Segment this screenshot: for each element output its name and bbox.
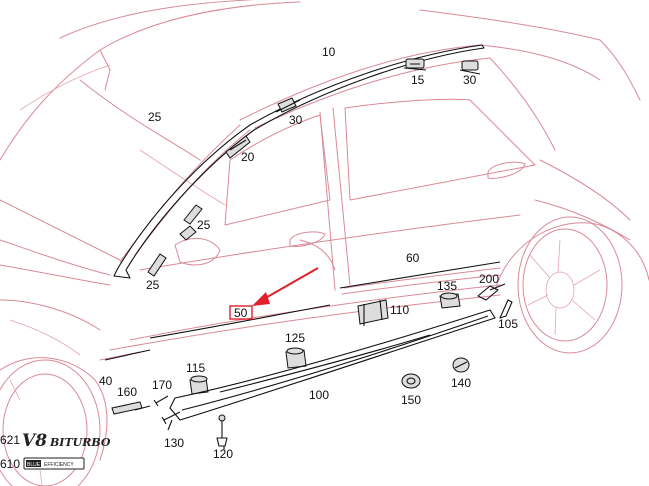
callout-120[interactable]: 120 — [213, 447, 233, 461]
clip-105[interactable] — [499, 299, 513, 319]
callout-110[interactable]: 110 — [390, 303, 409, 317]
door-molding-60[interactable] — [339, 261, 501, 289]
clip-25-mid[interactable] — [179, 225, 197, 241]
callout-40[interactable]: 40 — [99, 374, 113, 388]
plug-140[interactable] — [452, 357, 470, 373]
bracket-200[interactable] — [477, 283, 506, 301]
highlight-arrow — [252, 267, 319, 306]
callout-60[interactable]: 60 — [406, 251, 420, 265]
bolt-120[interactable] — [216, 414, 228, 447]
badge-biturbo-text: BITURBO — [49, 436, 111, 449]
badge-blue-text: BLUE — [27, 462, 41, 468]
callout-125[interactable]: 125 — [285, 331, 305, 345]
callout-50[interactable]: 50 — [234, 306, 248, 320]
callout-130[interactable]: 130 — [164, 436, 184, 450]
callout-25-bottom[interactable]: 25 — [146, 278, 160, 292]
bracket-110[interactable] — [357, 299, 389, 326]
screw-130[interactable] — [161, 411, 181, 425]
callout-10[interactable]: 10 — [322, 45, 336, 59]
callout-135[interactable]: 135 — [437, 279, 457, 293]
callout-25-mid[interactable]: 25 — [148, 110, 162, 124]
callout-140[interactable]: 140 — [451, 376, 471, 390]
badge-blue-efficiency: BLUE EFFICIENCY — [23, 457, 85, 470]
badge-v8-text: V8 — [22, 431, 47, 451]
clip-30-right[interactable] — [459, 60, 481, 75]
callout-610[interactable]: 610 — [0, 457, 20, 471]
side-sill-cover-100[interactable] — [169, 309, 496, 421]
callout-200[interactable]: 200 — [479, 272, 499, 286]
callout-105[interactable]: 105 — [498, 317, 518, 331]
callout-100[interactable]: 100 — [309, 388, 329, 402]
grommet-150[interactable] — [401, 373, 421, 389]
front-molding-40[interactable] — [104, 349, 151, 361]
callout-115[interactable]: 115 — [186, 361, 205, 375]
clip-15[interactable] — [403, 58, 427, 71]
door-molding-50[interactable] — [149, 304, 331, 339]
callout-25-top[interactable]: 25 — [197, 218, 211, 232]
callout-15[interactable]: 15 — [411, 73, 425, 87]
callout-30-right[interactable]: 30 — [463, 73, 477, 87]
callout-170[interactable]: 170 — [152, 378, 172, 392]
callout-150[interactable]: 150 — [401, 393, 421, 407]
clip-125[interactable] — [285, 347, 307, 369]
badge-efficiency-text: EFFICIENCY — [44, 462, 74, 468]
roof-trim-strip[interactable] — [113, 44, 485, 279]
clip-25-bottom[interactable] — [147, 253, 167, 277]
clip-20[interactable] — [225, 135, 251, 159]
screw-170[interactable] — [153, 395, 169, 407]
clip-30-left[interactable] — [275, 97, 301, 113]
callout-30-left[interactable]: 30 — [289, 113, 303, 127]
callout-160[interactable]: 160 — [117, 385, 137, 399]
badge-v8-biturbo: V8 BITURBO — [22, 431, 111, 451]
parts — [104, 44, 513, 450]
highlight-box-50[interactable] — [229, 305, 253, 320]
clip-115[interactable] — [189, 375, 209, 395]
callout-621[interactable]: 621 — [0, 433, 20, 447]
callout-labels: 10 15 30 30 20 25 25 25 60 200 50 110 13… — [0, 45, 518, 471]
clip-135[interactable] — [439, 292, 461, 309]
callout-20[interactable]: 20 — [241, 150, 255, 164]
clip-25-top[interactable] — [183, 204, 203, 225]
badge-160[interactable] — [111, 401, 143, 415]
